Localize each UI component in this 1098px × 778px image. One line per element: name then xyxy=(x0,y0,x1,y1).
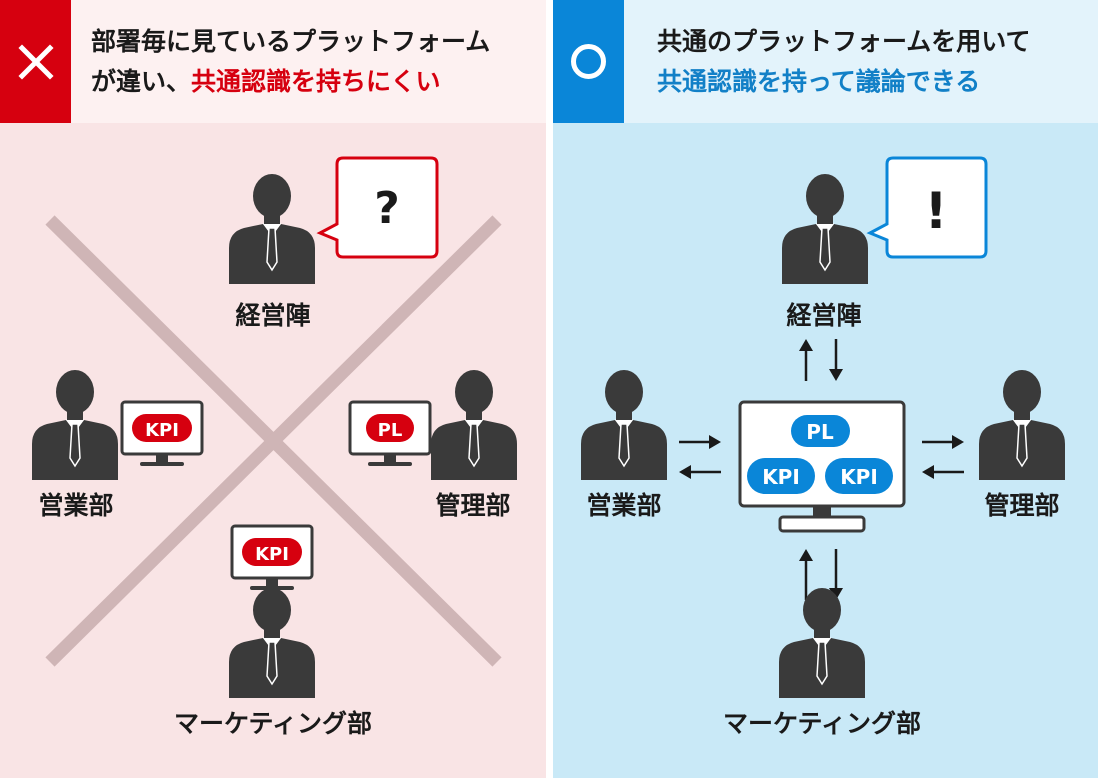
arrows-platform-marketing xyxy=(799,549,843,600)
right-marketing-person-icon xyxy=(778,587,866,699)
right-admin-label: 管理部 xyxy=(984,491,1060,520)
arrows-exec-platform xyxy=(799,339,843,381)
shared-tag-top: PL xyxy=(806,420,834,444)
left-sales-monitor-tag: KPI xyxy=(145,420,179,441)
exclamation-mark: ! xyxy=(925,182,948,240)
right-sales-person-icon xyxy=(580,369,668,481)
left-sales-label: 営業部 xyxy=(38,491,114,520)
left-executive-label: 経営陣 xyxy=(235,301,311,330)
right-heading-line2: 共通認識を持って議論できる xyxy=(657,67,981,96)
left-heading-line1: 部署毎に見ているプラットフォーム xyxy=(91,27,491,56)
left-admin-monitor-icon: PL xyxy=(348,400,432,468)
big-cross-mark xyxy=(45,215,502,667)
left-admin-label: 管理部 xyxy=(435,491,511,520)
right-executive-person-icon xyxy=(781,173,869,285)
left-sales-monitor-icon: KPI xyxy=(120,400,204,468)
left-marketing-monitor-icon: KPI xyxy=(230,524,314,592)
shared-platform-monitor-icon: PL KPI KPI xyxy=(738,400,906,533)
right-heading: 共通のプラットフォームを用いて 共通認識を持って議論できる xyxy=(657,22,1090,102)
left-heading: 部署毎に見ているプラットフォーム が違い、共通認識を持ちにくい xyxy=(91,22,538,102)
left-sales-person-icon xyxy=(31,369,119,481)
circle-icon xyxy=(571,44,606,79)
right-sales-label: 営業部 xyxy=(586,491,662,520)
right-header: 共通のプラットフォームを用いて 共通認識を持って議論できる xyxy=(553,0,1098,123)
shared-tag-left: KPI xyxy=(762,465,800,489)
bad-badge xyxy=(0,0,71,123)
arrows-sales-platform xyxy=(679,435,721,479)
left-marketing-label: マーケティング部 xyxy=(173,709,373,738)
left-admin-person-icon xyxy=(430,369,518,481)
right-marketing-label: マーケティング部 xyxy=(722,709,922,738)
left-heading-line2-prefix: が違い、 xyxy=(91,67,192,96)
arrows-platform-admin xyxy=(922,435,964,479)
right-exclaim-bubble: ! xyxy=(866,156,988,259)
shared-tag-right: KPI xyxy=(840,465,878,489)
left-marketing-person-icon xyxy=(228,587,316,699)
cross-icon xyxy=(18,44,54,80)
good-badge xyxy=(553,0,624,123)
left-heading-emphasis: 共通認識を持ちにくい xyxy=(191,67,441,96)
right-heading-line1: 共通のプラットフォームを用いて xyxy=(657,27,1031,56)
right-executive-label: 経営陣 xyxy=(786,301,862,330)
left-question-bubble: ? xyxy=(316,156,439,259)
left-admin-monitor-tag: PL xyxy=(378,420,403,441)
right-admin-person-icon xyxy=(978,369,1066,481)
left-executive-person-icon xyxy=(228,173,316,285)
question-mark: ? xyxy=(374,183,400,234)
left-panel: 部署毎に見ているプラットフォーム が違い、共通認識を持ちにくい xyxy=(0,0,546,778)
left-header: 部署毎に見ているプラットフォーム が違い、共通認識を持ちにくい xyxy=(0,0,546,123)
left-marketing-monitor-tag: KPI xyxy=(255,544,289,565)
